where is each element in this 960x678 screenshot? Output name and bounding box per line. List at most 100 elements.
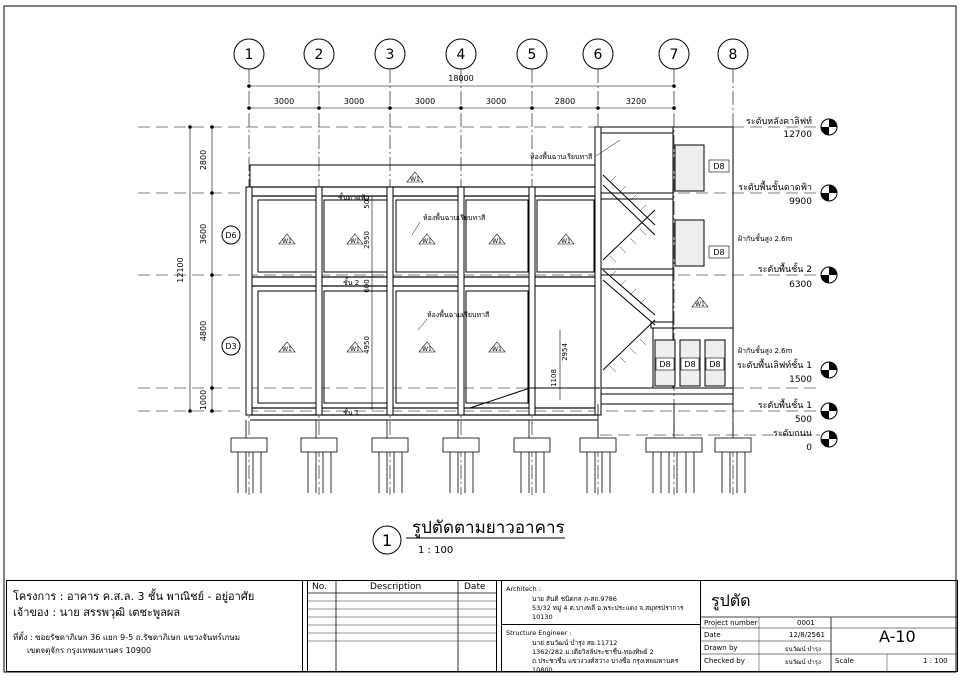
owner-name: เจ้าของ : นาย สรรพวุฒิ เตชะพูลผล <box>13 606 181 619</box>
dim-inner: 2954 <box>561 343 569 361</box>
svg-text:500: 500 <box>795 415 812 425</box>
sheet-info: รูปตัด Project number 0001 Date 12/8/256… <box>701 581 957 671</box>
svg-text:W1: W1 <box>282 238 292 245</box>
level-markers: ระดับหลังคาลิฟท์ 12700 ระดับพื้นชั้นดาดฟ… <box>737 115 838 453</box>
dim-span: 2800 <box>555 97 575 106</box>
row-label-d6: D6 <box>221 225 241 245</box>
note-floor2: ชั้น 2 <box>343 276 359 287</box>
note-mezzanine: ฝ้ากันชั้นสูง 2.6m <box>738 344 793 355</box>
svg-text:ระดับพื้นชั้น 2: ระดับพื้นชั้น 2 <box>758 262 812 275</box>
note-roof-floor: ชั้นดาดฟ้า <box>338 191 370 202</box>
svg-text:W1: W1 <box>350 238 360 245</box>
dim-inner: 2950 <box>363 231 371 249</box>
footing <box>579 437 617 493</box>
door-tags: D8 D8 D8 D8 D8 <box>655 159 730 371</box>
door-tag: D8 <box>708 159 730 173</box>
svg-text:3: 3 <box>386 47 395 63</box>
building-section <box>245 126 734 421</box>
svg-text:0: 0 <box>806 443 812 453</box>
svg-text:4: 4 <box>457 47 466 63</box>
svg-text:W1: W1 <box>492 346 502 353</box>
dim-span: 3200 <box>626 97 646 106</box>
annotations: ชั้นดาดฟ้า ชั้น 2 ชั้น 1 ห้องพื้นฉาบเรีย… <box>338 150 793 417</box>
date-value: 12/8/2561 <box>789 631 825 639</box>
engineer-line: ถ.ประชาชื่น แขวงวงศ์สว่าง บางซื่อ กรุงเท… <box>532 657 679 674</box>
svg-text:D8: D8 <box>684 360 695 369</box>
grid-bubble-4: 4 <box>445 38 477 70</box>
svg-text:W1: W1 <box>410 176 420 183</box>
view-number: 1 <box>382 531 392 550</box>
grid-bubble-7: 7 <box>658 38 690 70</box>
svg-text:5: 5 <box>528 47 537 63</box>
horizontal-dimensions <box>247 84 676 110</box>
engineer-line: 1362/282 ม.เดียวิลล์ประชาชื่น-ทองทิพย์ 2 <box>532 648 654 656</box>
svg-text:8: 8 <box>729 47 738 63</box>
footing <box>371 437 409 493</box>
grid-bubbles: 1 2 3 4 5 6 7 8 <box>233 38 749 70</box>
svg-text:D3: D3 <box>225 342 236 351</box>
wall-tag: W1 <box>557 233 575 245</box>
row-label-d3: D3 <box>221 336 241 356</box>
dim-inner: 4950 <box>363 336 371 354</box>
engineer-label: Structure Engineer : <box>506 629 572 637</box>
dim-span: 3000 <box>415 97 435 106</box>
view-title: 1 รูปตัดตามยาวอาคาร 1 : 100 <box>372 518 565 556</box>
drawn-value: ธนวัฒน์ บำรุง <box>785 646 821 653</box>
svg-text:2: 2 <box>315 47 324 63</box>
scale-label: Scale <box>835 657 854 665</box>
note-mezzanine: ฝ้ากันชั้นสูง 2.6m <box>738 232 793 243</box>
svg-text:6: 6 <box>594 47 603 63</box>
footing <box>513 437 551 493</box>
dim-part: 1000 <box>199 390 208 410</box>
footing <box>645 437 703 493</box>
wall-tag: W1 <box>278 341 296 353</box>
scale-value: 1 : 100 <box>923 657 948 665</box>
architect-line: นาย สันติ ชนิดกล ภ-สถ.9786 <box>532 595 617 603</box>
level-marker: ระดับหลังคาลิฟท์ 12700 <box>746 115 838 140</box>
footing <box>230 437 268 493</box>
grid-bubble-5: 5 <box>516 38 548 70</box>
architect-label: Architech : <box>506 585 541 593</box>
project-name: โครงการ : อาคาร ค.ส.ล. 3 ชั้น พาณิชย์ - … <box>13 590 255 603</box>
sheet-number: A-10 <box>879 627 916 646</box>
project-number: 0001 <box>797 619 815 627</box>
svg-text:W1: W1 <box>492 238 502 245</box>
dim-inner: 500 <box>363 195 371 208</box>
project-number-label: Project number <box>704 619 758 627</box>
grid-bubble-1: 1 <box>233 38 265 70</box>
dim-span: 3000 <box>344 97 364 106</box>
level-marker: ระดับพื้นชั้น 2 6300 <box>758 262 838 290</box>
footing <box>442 437 480 493</box>
consultants: Architech : นาย สันติ ชนิดกล ภ-สถ.9786 5… <box>501 581 701 674</box>
date-label: Date <box>704 631 721 639</box>
note-plaster: ห้องพื้นฉาบเรียบทาสี <box>530 150 593 161</box>
note-plaster: ห้องพื้นฉาบเรียบทาสี <box>423 211 486 222</box>
vertical-dimensions <box>188 125 561 413</box>
level-lines <box>138 126 820 436</box>
note-plaster: ห้องพื้นฉาบเรียบทาสี <box>427 308 490 319</box>
svg-text:ระดับพื้นเลิฟท์ชั้น 1: ระดับพื้นเลิฟท์ชั้น 1 <box>737 358 812 371</box>
footing <box>300 437 338 493</box>
svg-text:W1: W1 <box>422 238 432 245</box>
svg-text:W1: W1 <box>282 346 292 353</box>
view-scale: 1 : 100 <box>418 545 453 556</box>
note-floor1: ชั้น 1 <box>343 406 359 417</box>
location-line: ที่ตั้ง : ซอยรัชดาภิเษก 36 แยก 9-5 ถ.รัช… <box>13 633 241 642</box>
svg-text:W1: W1 <box>561 238 571 245</box>
door-tag: D8 <box>708 245 730 259</box>
wall-tag: W1 <box>406 171 424 183</box>
door-tag: D8 <box>705 357 725 371</box>
dim-overall: 12100 <box>176 257 185 282</box>
door-tag: D8 <box>655 357 675 371</box>
dim-part: 2800 <box>199 150 208 170</box>
svg-text:9900: 9900 <box>789 197 812 207</box>
dim-part: 4800 <box>199 321 208 341</box>
svg-text:W1: W1 <box>695 301 705 308</box>
project-info: โครงการ : อาคาร ค.ส.ล. 3 ชั้น พาณิชย์ - … <box>7 581 303 671</box>
door-tag: D8 <box>680 357 700 371</box>
svg-text:D6: D6 <box>225 231 236 240</box>
level-marker: ระดับพื้นเลิฟท์ชั้น 1 1500 <box>737 358 838 385</box>
svg-text:D8: D8 <box>659 360 670 369</box>
grid-bubble-6: 6 <box>582 38 614 70</box>
